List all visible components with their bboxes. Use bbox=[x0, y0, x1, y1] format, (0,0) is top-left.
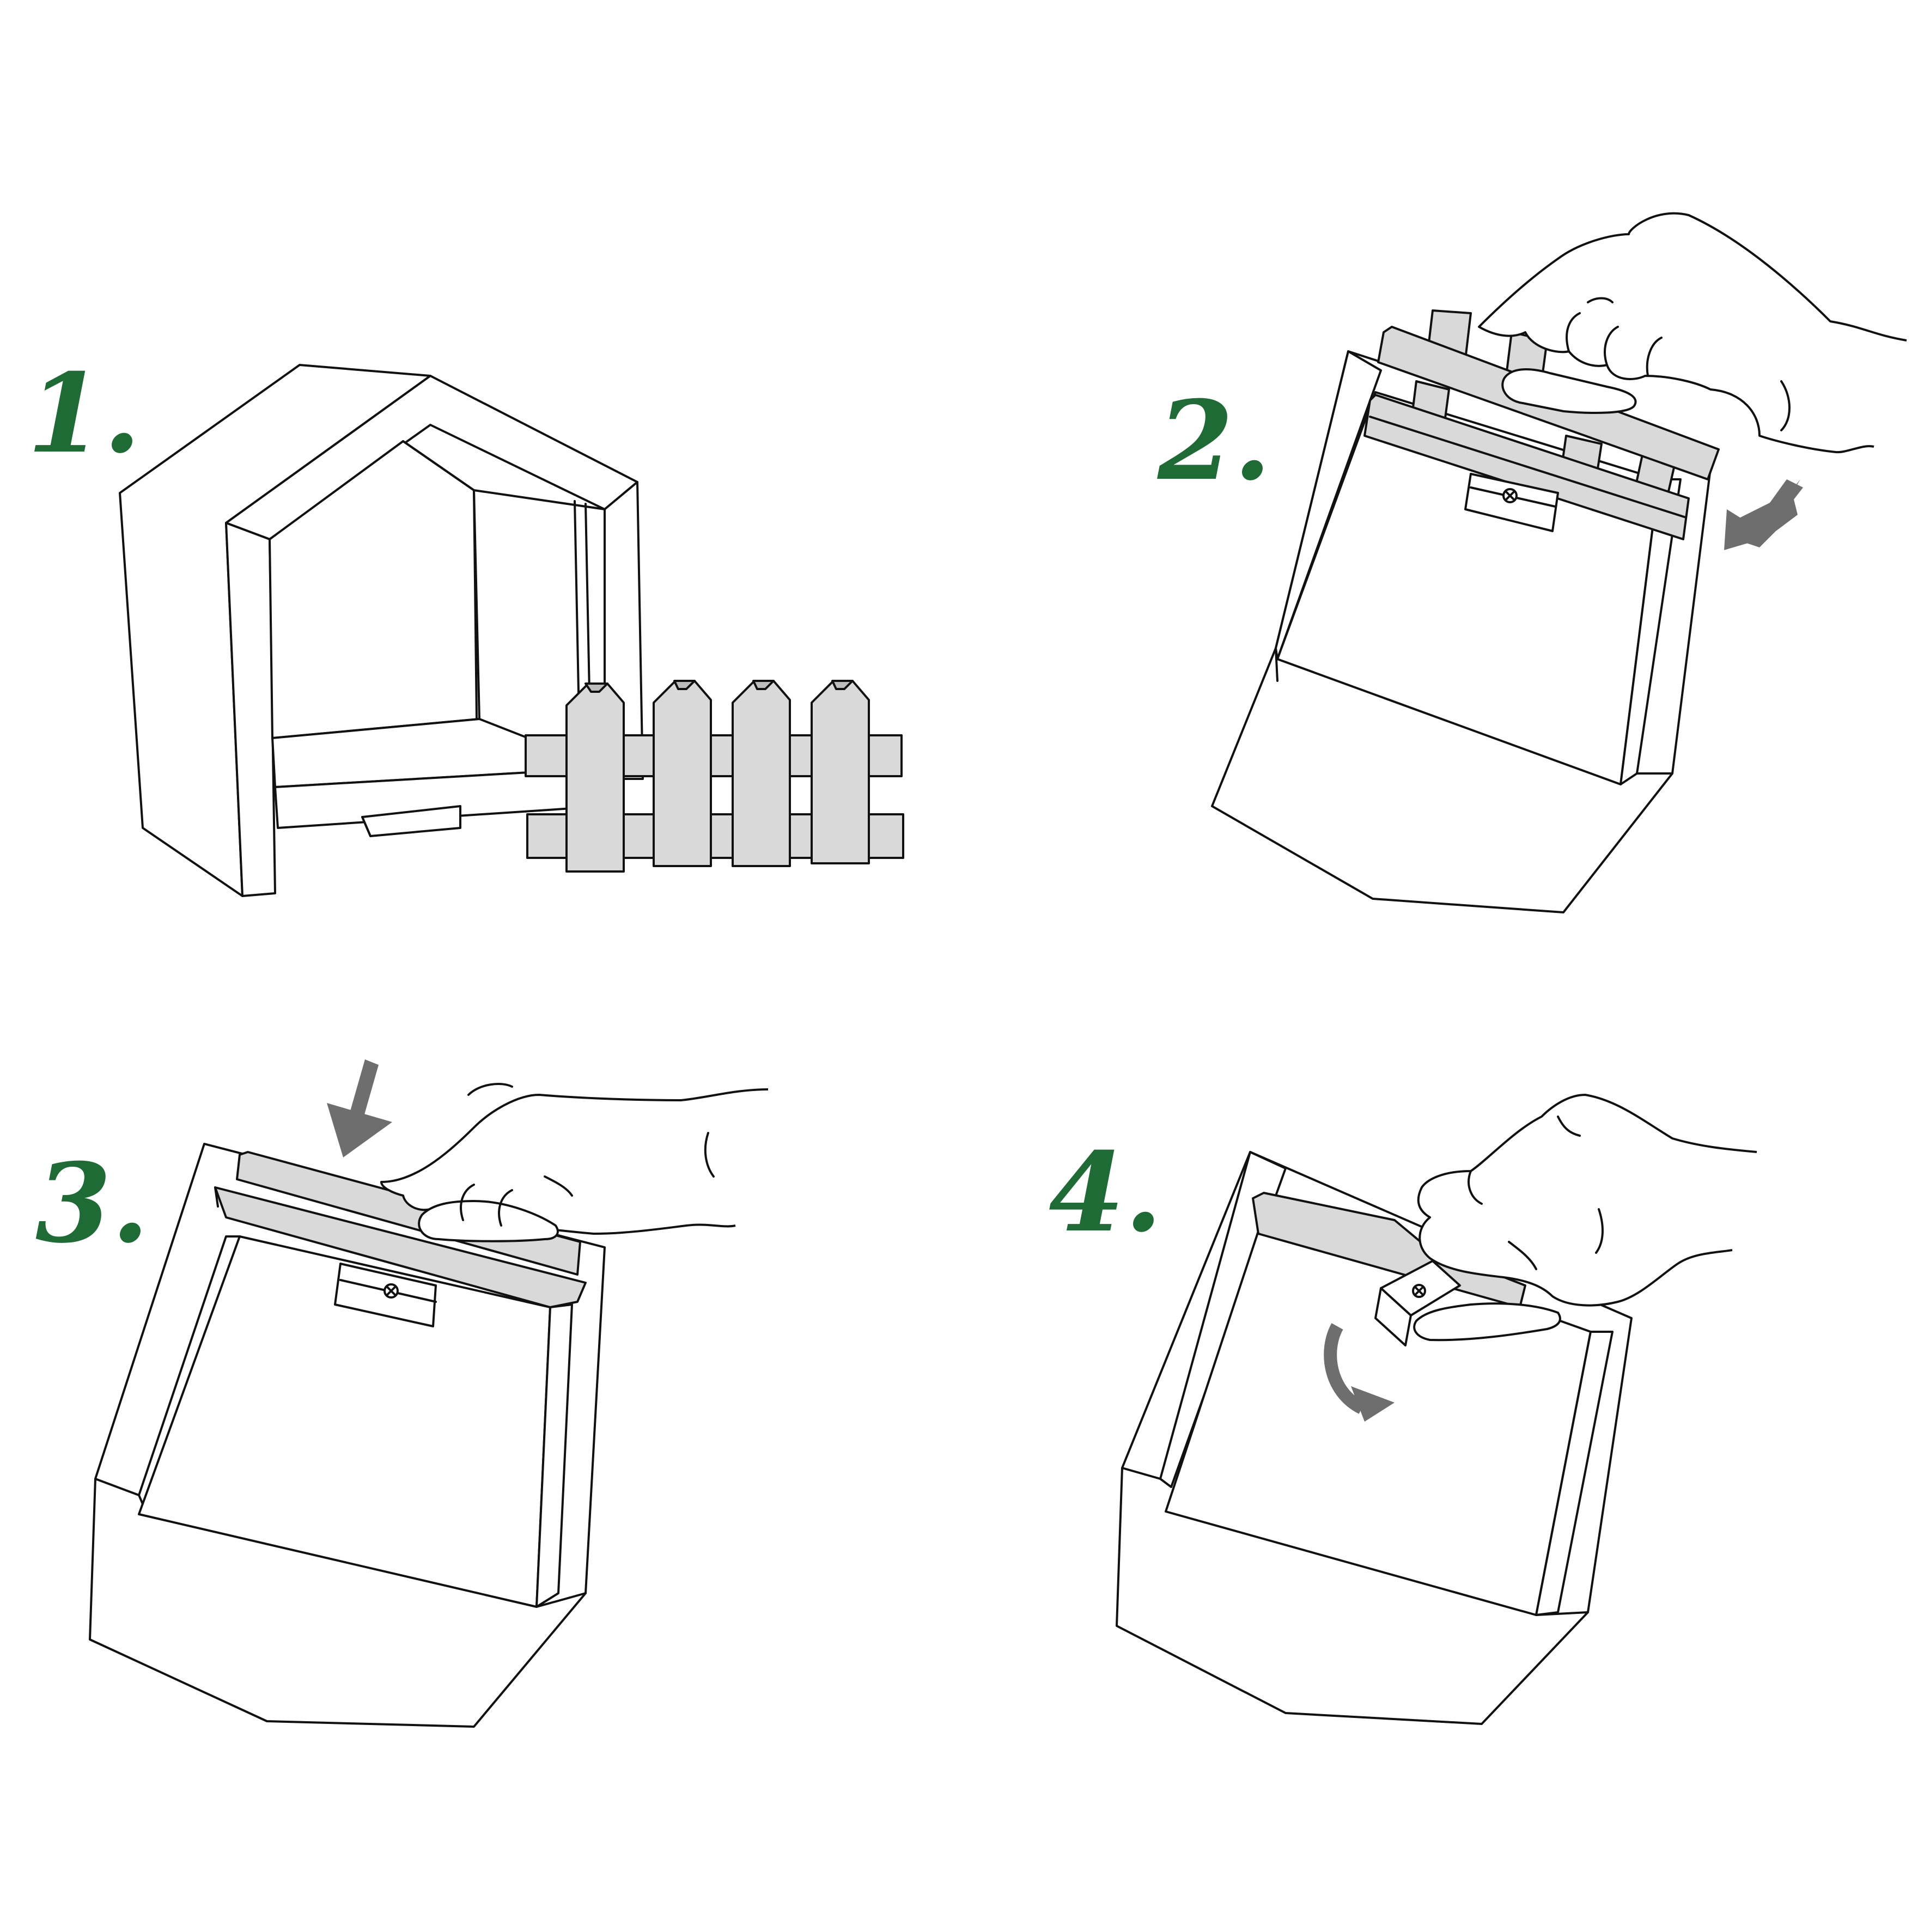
rotate-arrow-icon bbox=[1324, 1323, 1395, 1422]
house-shelter bbox=[119, 364, 644, 897]
step-2-illustration bbox=[1211, 212, 1907, 913]
direction-arrow-icon bbox=[1724, 479, 1803, 550]
step-2-number: 2. bbox=[1158, 377, 1271, 505]
hand-step-3 bbox=[380, 1083, 769, 1242]
house-tilted-3 bbox=[89, 1143, 606, 1728]
step-3-illustration bbox=[89, 1059, 769, 1728]
rail-bar-3 bbox=[214, 1151, 587, 1327]
step-1-illustration bbox=[119, 364, 904, 897]
step-4-number: 4. bbox=[1049, 1129, 1162, 1257]
hand-step-4 bbox=[1413, 1094, 1757, 1342]
direction-arrow-icon-3 bbox=[327, 1059, 392, 1157]
hand-step-2 bbox=[1478, 212, 1907, 454]
fence-piece bbox=[525, 680, 904, 873]
step-3-number: 3. bbox=[35, 1139, 149, 1267]
step-4-illustration bbox=[1116, 1094, 1757, 1725]
step-1-number: 1. bbox=[27, 350, 141, 478]
